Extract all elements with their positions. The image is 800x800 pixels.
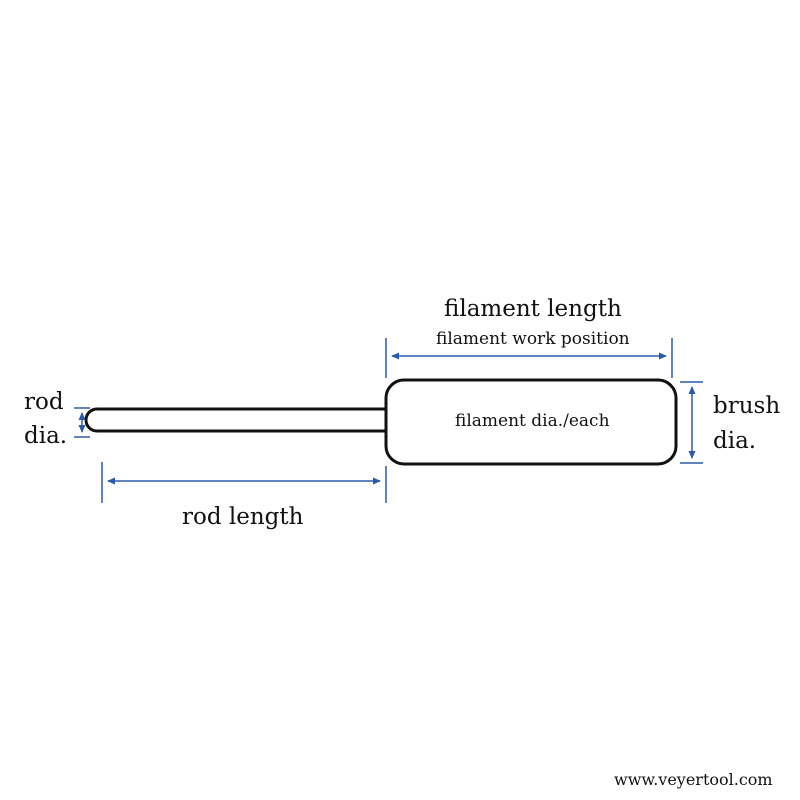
rod-dia-label-line2: dia. <box>24 423 68 449</box>
filament-work-position-label: filament work position <box>436 329 630 349</box>
rod-length-dimension <box>101 462 387 503</box>
filament-length-label: filament length <box>444 296 622 322</box>
website-watermark: www.veyertool.com <box>614 770 773 789</box>
rod-dia-dimension <box>74 407 90 438</box>
brush-head-shape <box>384 378 678 466</box>
brush-dia-label-line2: dia. <box>713 428 757 454</box>
brush-dia-label-line1: brush <box>713 393 781 419</box>
rod-length-label: rod length <box>182 504 304 530</box>
rod-dia-label-line1: rod <box>24 389 64 415</box>
filament-length-dimension <box>385 338 673 378</box>
filament-dia-label: filament dia./each <box>455 411 610 431</box>
rod-shape <box>84 407 388 433</box>
brush-dia-dimension <box>680 381 703 464</box>
